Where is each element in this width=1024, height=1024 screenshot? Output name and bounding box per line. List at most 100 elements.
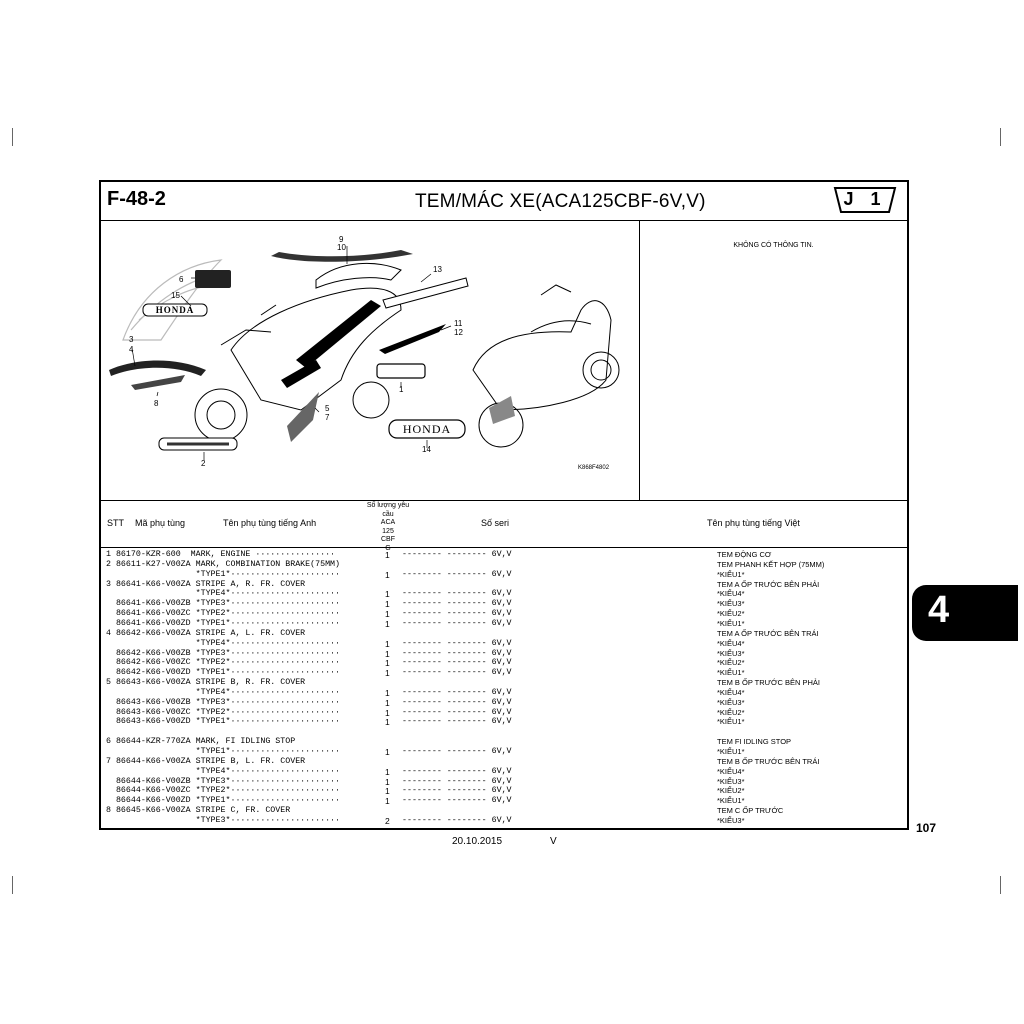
part-name-vietnamese: TEM PHANH KẾT HỢP (75MM) <box>717 559 825 569</box>
part-description: 86643-K66-V00ZD *TYPE1*·················… <box>106 717 341 727</box>
engine-mark-icon <box>376 363 426 379</box>
crop-mark <box>1000 876 1001 894</box>
part-description: 86643-K66-V00ZB *TYPE3*·················… <box>106 697 341 707</box>
part-description: *TYPE4*······················ <box>106 589 341 599</box>
part-description: 5 86643-K66-V00ZA STRIPE B, R. FR. COVER <box>106 678 306 688</box>
col-name-vietnamese: Tên phụ tùng tiếng Việt <box>707 518 800 528</box>
table-row: 5 86643-K66-V00ZA STRIPE B, R. FR. COVER… <box>101 678 907 688</box>
table-row: 1 86170-KZR-600 MARK, ENGINE ···········… <box>101 550 907 560</box>
part-description: *TYPE4*······················ <box>106 638 341 648</box>
part-name-vietnamese: TEM A ỐP TRƯỚC BÊN TRÁI <box>717 628 819 638</box>
callout-label: 3 <box>129 335 134 344</box>
callout-label: 5 <box>325 404 330 413</box>
table-row: 86641-K66-V00ZC *TYPE2*·················… <box>101 609 907 619</box>
part-serial: -------- -------- 6V,V <box>402 609 512 619</box>
part-serial: -------- -------- 6V,V <box>402 707 512 717</box>
stripe-9-10-icon <box>271 250 413 262</box>
part-quantity: 1 <box>385 697 390 708</box>
callout-label: 6 <box>179 275 184 284</box>
part-name-vietnamese: *KIỂU3* <box>717 815 745 825</box>
table-row: *TYPE4*······················1-------- -… <box>101 767 907 777</box>
group-code: J 1 <box>843 189 887 209</box>
info-panel: KHÔNG CÓ THÔNG TIN. <box>640 220 907 501</box>
table-row: 86643-K66-V00ZB *TYPE3*·················… <box>101 698 907 708</box>
part-description: 86642-K66-V00ZB *TYPE3*·················… <box>106 648 341 658</box>
part-name-vietnamese: *KIỂU2* <box>717 786 745 796</box>
table-row: 86641-K66-V00ZD *TYPE1*·················… <box>101 619 907 629</box>
part-name-vietnamese: *KIỂU4* <box>717 687 745 697</box>
part-serial: -------- -------- 6V,V <box>402 638 512 648</box>
part-serial: -------- -------- 6V,V <box>402 589 512 599</box>
part-name-vietnamese: *KIỂU2* <box>717 609 745 619</box>
part-serial: -------- -------- 6V,V <box>402 717 512 727</box>
callout-label: 4 <box>129 345 134 354</box>
part-name-vietnamese: *KIỂU2* <box>717 707 745 717</box>
part-description: 86644-K66-V00ZB *TYPE3*·················… <box>106 776 341 786</box>
part-quantity: 1 <box>385 668 390 679</box>
part-name-vietnamese: TEM B ỐP TRƯỚC BÊN PHẢI <box>717 678 820 688</box>
part-quantity: 1 <box>385 638 390 649</box>
part-quantity: 1 <box>385 796 390 807</box>
crop-mark <box>12 876 13 894</box>
part-serial: -------- -------- 6V,V <box>402 648 512 658</box>
table-row: *TYPE4*······················1-------- -… <box>101 688 907 698</box>
part-name-vietnamese: *KIỂU1* <box>717 569 745 579</box>
table-row: 86644-K66-V00ZC *TYPE2*·················… <box>101 786 907 796</box>
stripe-11-12-icon <box>379 324 446 354</box>
figure-code: F-48-2 <box>107 188 166 210</box>
mark-6-icon <box>195 270 231 288</box>
exploded-diagram: HONDA HONDA <box>101 220 640 501</box>
part-description: 86641-K66-V00ZB *TYPE3*·················… <box>106 599 341 609</box>
stripe-5-7-icon <box>287 392 319 442</box>
table-row: *TYPE4*······················1-------- -… <box>101 589 907 599</box>
part-name-vietnamese: *KIỂU4* <box>717 638 745 648</box>
qty-title: Số lượng yêu cầu <box>366 502 410 518</box>
callout-label: 15 <box>171 291 180 300</box>
part-quantity: 1 <box>385 747 390 757</box>
part-name-vietnamese: *KIỂU3* <box>717 599 745 609</box>
part-serial: -------- -------- 6V,V <box>402 815 512 825</box>
part-description: 7 86644-K66-V00ZA STRIPE B, L. FR. COVER <box>106 756 306 766</box>
part-description: 4 86642-K66-V00ZA STRIPE A, L. FR. COVER <box>106 628 306 638</box>
table-header: STT Mã phụ tùng Tên phụ tùng tiếng Anh S… <box>101 501 907 552</box>
part-quantity: 1 <box>385 687 390 698</box>
group-badge-frame-icon <box>833 187 897 213</box>
part-serial: -------- -------- 6V,V <box>402 766 512 776</box>
part-quantity: 1 <box>385 786 390 797</box>
table-row: 7 86644-K66-V00ZA STRIPE B, L. FR. COVER… <box>101 757 907 767</box>
table-row: 3 86641-K66-V00ZA STRIPE A, R. FR. COVER… <box>101 580 907 590</box>
part-description: *TYPE4*······················ <box>106 687 341 697</box>
table-row: *TYPE4*······················ 1 -------- -… <box>101 639 907 649</box>
part-description: 86641-K66-V00ZD *TYPE1*·················… <box>106 618 341 628</box>
crop-mark <box>12 128 13 146</box>
part-serial: -------- -------- 6V,V <box>402 668 512 678</box>
table-row: 86643-K66-V00ZD *TYPE1*·················… <box>101 717 907 727</box>
table-row: 4 86642-K66-V00ZA STRIPE A, L. FR. COVER… <box>101 629 907 639</box>
part-name-vietnamese: *KIỂU1* <box>717 717 745 727</box>
callout-label: 12 <box>454 328 463 337</box>
part-description: 86644-K66-V00ZD *TYPE1*·················… <box>106 796 341 806</box>
part-quantity: 1 <box>385 648 390 659</box>
part-name-vietnamese: *KIỂU4* <box>717 589 745 599</box>
scooter-left-icon <box>194 262 402 442</box>
part-description: *TYPE4*······················ <box>106 766 341 776</box>
qty-model: 125 <box>382 527 394 535</box>
part-quantity: 1 <box>385 550 390 560</box>
part-serial: -------- -------- 6V,V <box>402 658 512 668</box>
part-description: 86643-K66-V00ZC *TYPE2*·················… <box>106 707 341 717</box>
table-row: 86642-K66-V00ZD *TYPE1*·················… <box>101 668 907 678</box>
part-quantity: 1 <box>385 707 390 718</box>
part-serial: -------- -------- 6V,V <box>402 776 512 786</box>
part-description: 86641-K66-V00ZC *TYPE2*·················… <box>106 609 341 619</box>
footer-date: 20.10.2015 <box>452 836 503 847</box>
catalog-page-frame: F-48-2 TEM/MÁC XE(ACA125CBF-6V,V) J 1 <box>99 180 909 830</box>
part-quantity: 1 <box>385 618 390 629</box>
callout-label: 14 <box>422 445 431 454</box>
group-badge: J 1 <box>833 186 897 214</box>
callout-label: 8 <box>154 399 159 408</box>
part-name-vietnamese: TEM ĐỘNG CƠ <box>717 550 772 559</box>
qty-model: CBF <box>381 536 395 543</box>
col-name-english: Tên phụ tùng tiếng Anh <box>223 518 317 528</box>
section-number: 4 <box>928 589 950 631</box>
